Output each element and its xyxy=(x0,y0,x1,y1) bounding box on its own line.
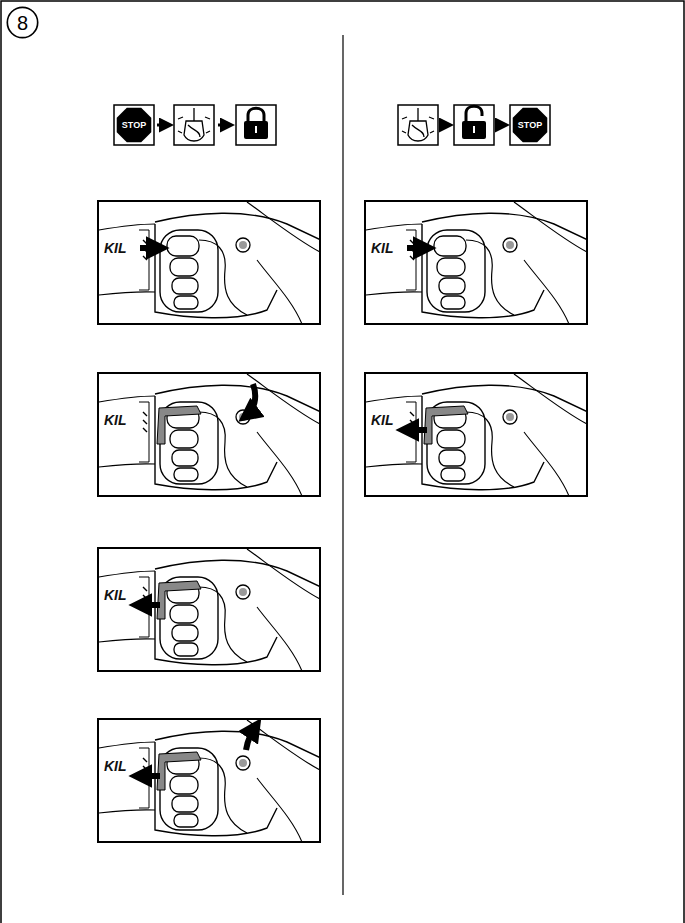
brand-label: KIL xyxy=(103,759,128,773)
stop-sign: STOP xyxy=(116,107,152,143)
figure-number: 8 xyxy=(17,13,28,33)
stop-sign: STOP xyxy=(512,107,548,143)
brand-label: KIL xyxy=(103,588,128,602)
stop-text: STOP xyxy=(518,121,542,130)
brand-label: KIL xyxy=(103,413,128,427)
figure-number-circle: 8 xyxy=(6,6,39,39)
brand-label: KIL xyxy=(370,413,395,427)
brand-label: KIL xyxy=(103,241,128,255)
brand-label: KIL xyxy=(370,241,395,255)
stop-text: STOP xyxy=(122,121,146,130)
